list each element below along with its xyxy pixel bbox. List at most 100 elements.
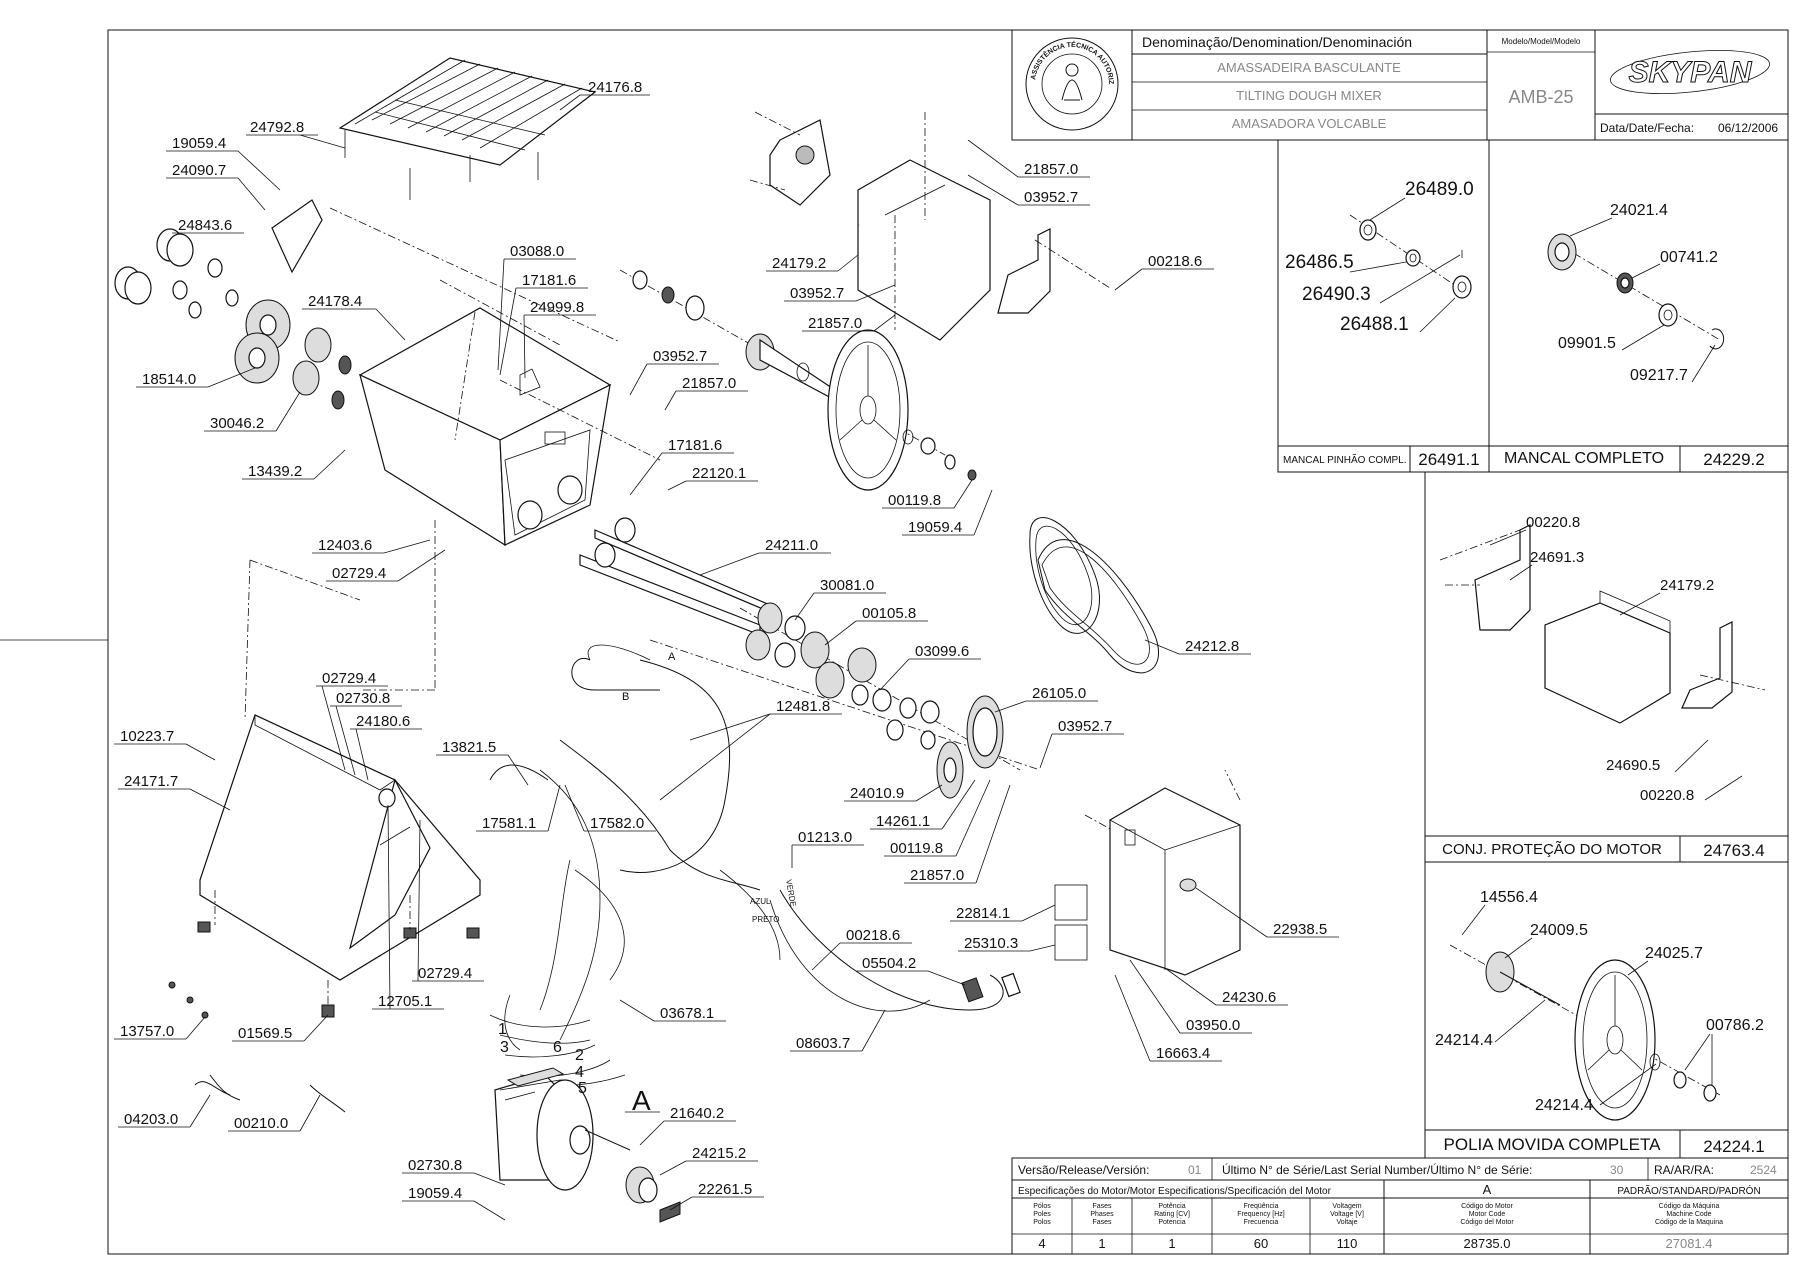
label-14261.1: 14261.1 (870, 779, 976, 830)
svg-text:03952.7: 03952.7 (653, 348, 707, 365)
svg-text:22120.1: 22120.1 (692, 465, 746, 482)
svg-text:13821.5: 13821.5 (442, 739, 496, 756)
mancal-pinhao-code: 26491.1 (1418, 450, 1479, 469)
label-12403.6: 12403.6 (312, 537, 431, 554)
mixer-bowl (358, 307, 612, 547)
svg-text:24230.6: 24230.6 (1222, 989, 1276, 1006)
svg-text:02729.4: 02729.4 (418, 965, 472, 982)
polia-movida-code: 24224.1 (1703, 1137, 1764, 1156)
header-voltagem-en: Voltage [V] (1330, 1211, 1364, 1218)
main-assembly-drawing (114, 57, 1241, 1223)
svg-text:30081.0: 30081.0 (820, 577, 874, 594)
header-frequencia-en: Frequency [Hz] (1237, 1211, 1285, 1218)
header-motor-code-pt: Código do Motor (1461, 1203, 1513, 1210)
svg-text:24179.2: 24179.2 (772, 255, 826, 272)
svg-text:03952.7: 03952.7 (1024, 189, 1078, 206)
header-polos-pt: Pólos (1033, 1203, 1051, 1210)
terminal-5: 5 (578, 1080, 587, 1097)
skypan-logo: SKYPAN (1610, 50, 1770, 94)
header-polos-en: Poles (1033, 1211, 1051, 1218)
left-bearing-stack (114, 228, 352, 410)
polia-movida-drawing (1449, 944, 1721, 1121)
label-21857.0-a: 21857.0 (664, 375, 748, 411)
header-voltagem-pt: Voltagem (1332, 1203, 1361, 1210)
label-00218.6-a: 00218.6 (1114, 253, 1214, 291)
terminal-2: 2 (575, 1047, 584, 1064)
label-03952.7-b: 03952.7 (784, 284, 896, 302)
svg-text:12403.6: 12403.6 (318, 537, 372, 554)
safety-grill (338, 57, 597, 200)
label-24214.4-right: 24214.4 (1535, 1097, 1593, 1114)
label-24025.7: 24025.7 (1645, 945, 1703, 962)
wire-azul: AZUL (750, 897, 771, 906)
date-value: 06/12/2006 (1718, 121, 1778, 135)
svg-text:13757.0: 13757.0 (120, 1023, 174, 1040)
svg-text:03678.1: 03678.1 (660, 1005, 714, 1022)
header-frequencia-es: Frecuencia (1244, 1219, 1279, 1226)
label-17581.1: 17581.1 (476, 784, 561, 832)
wire-callout-a: A (668, 651, 676, 663)
label-03950.0: 03950.0 (1129, 959, 1252, 1034)
svg-text:03088.0: 03088.0 (510, 243, 564, 260)
label-00220.8-bottom: 00220.8 (1640, 787, 1694, 804)
version-label: Versão/Release/Versión: (1018, 1163, 1149, 1177)
svg-text:17582.0: 17582.0 (590, 815, 644, 832)
label-18514.0: 18514.0 (136, 367, 256, 388)
label-25310.3: 25310.3 (958, 935, 1056, 952)
svg-text:24211.0: 24211.0 (765, 537, 818, 554)
svg-text:21857.0: 21857.0 (910, 867, 964, 884)
label-02730.8-a: 02730.8 (330, 690, 402, 776)
motor-callout-a: A (632, 1085, 651, 1116)
protecao-motor-drawing (1439, 524, 1766, 724)
svg-text:25310.3: 25310.3 (964, 935, 1018, 952)
label-24211.0: 24211.0 (699, 537, 831, 576)
label-17582.0: 17582.0 (564, 784, 656, 832)
header-machine-code-pt: Código da Máquina (1659, 1203, 1720, 1210)
label-26489.0: 26489.0 (1405, 179, 1474, 200)
serial-label: Último N° de Série/Last Serial Number/Úl… (1222, 1162, 1532, 1177)
label-03952.7-c: 03952.7 (967, 174, 1090, 206)
label-19059.4-b: 19059.4 (902, 489, 993, 536)
label-21857.0-b: 21857.0 (802, 314, 896, 332)
label-00786.2: 00786.2 (1706, 1017, 1764, 1034)
svg-text:24215.2: 24215.2 (692, 1145, 746, 1162)
value-motor-code: 28735.0 (1464, 1236, 1511, 1251)
label-09901.5: 09901.5 (1558, 335, 1616, 352)
svg-text:24212.8: 24212.8 (1185, 638, 1239, 655)
header-voltagem-es: Voltaje (1336, 1219, 1357, 1226)
label-02729.4-a: 02729.4 (326, 549, 446, 582)
header-fases-pt: Fases (1092, 1203, 1112, 1210)
label-24021.4: 24021.4 (1610, 202, 1668, 219)
svg-text:24090.7: 24090.7 (172, 162, 226, 179)
mancal-pinhao-label: MANCAL PINHÃO COMPL. (1283, 453, 1407, 466)
label-00119.8-b: 00119.8 (884, 779, 991, 857)
terminal-6: 6 (553, 1039, 562, 1056)
svg-text:30046.2: 30046.2 (210, 415, 264, 432)
label-24214.4-left: 24214.4 (1435, 1032, 1493, 1049)
motor-column-label: A (1483, 1182, 1492, 1197)
label-02730.8-b: 02730.8 (402, 1157, 506, 1186)
svg-text:22938.5: 22938.5 (1273, 921, 1327, 938)
label-02729.4-c: 02729.4 (412, 819, 484, 982)
version-value: 01 (1188, 1163, 1202, 1177)
header-potencia-es: Potencia (1158, 1219, 1185, 1226)
label-00210.0: 00210.0 (228, 1094, 321, 1132)
label-26486.5: 26486.5 (1285, 252, 1354, 273)
wire-verde: VERDE (784, 879, 798, 908)
svg-text:24180.6: 24180.6 (356, 713, 410, 730)
date-label: Data/Date/Fecha: (1600, 121, 1694, 135)
label-03678.1: 03678.1 (619, 999, 726, 1022)
svg-text:16663.4: 16663.4 (1156, 1045, 1210, 1062)
svg-text:22814.1: 22814.1 (956, 905, 1010, 922)
label-24179.2: 24179.2 (766, 254, 859, 272)
label-12481.8: 12481.8 (659, 698, 842, 801)
name-en: TILTING DOUGH MIXER (1236, 88, 1382, 103)
value-machine-code: 27081.4 (1666, 1236, 1713, 1251)
label-30046.2: 30046.2 (204, 391, 301, 432)
label-14556.4: 14556.4 (1480, 889, 1538, 906)
serial-value: 30 (1610, 1163, 1624, 1177)
header-potencia-en: Rating [CV] (1154, 1211, 1190, 1218)
label-24180.6: 24180.6 (350, 713, 422, 781)
value-voltagem: 110 (1337, 1236, 1358, 1251)
label-13439.2: 13439.2 (242, 449, 346, 480)
